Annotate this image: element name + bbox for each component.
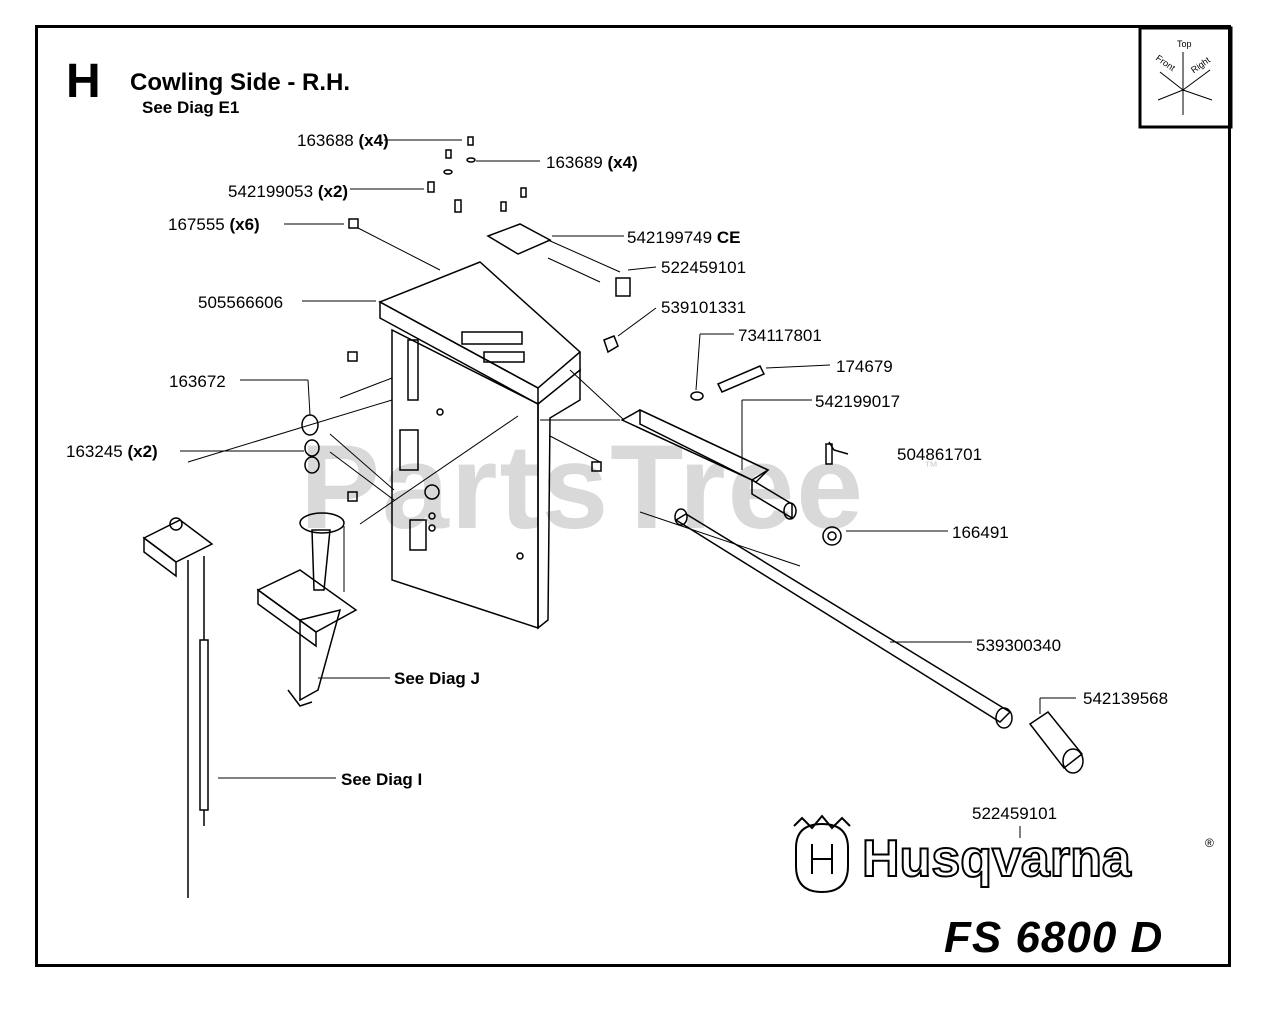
- bushing-166491: [822, 526, 842, 546]
- orientation-compass-box: [1138, 26, 1233, 129]
- top-fasteners: [348, 136, 527, 229]
- bolt-174679: [716, 365, 766, 393]
- washer-734117801: [690, 391, 704, 401]
- section-letter: H: [66, 55, 101, 108]
- diagram-frame: [35, 25, 1231, 967]
- washer-163245-b: [304, 456, 320, 474]
- watermark-trademark: ™: [924, 458, 938, 474]
- leader-lines: [180, 139, 1076, 838]
- decal-plate: [486, 223, 552, 255]
- diagram-title: Cowling Side - R.H.: [130, 69, 350, 96]
- decal-lettering: [547, 239, 621, 283]
- small-logo-badge: [615, 277, 631, 297]
- brand-registered-mark: ®: [1205, 836, 1214, 850]
- watermark: PartsTree: [300, 420, 866, 554]
- part-callout[interactable]: 522459101: [972, 804, 1058, 823]
- washer-163245-a: [304, 439, 320, 457]
- cowling-side-panel: [378, 261, 582, 630]
- part-callout[interactable]: 174679: [836, 357, 893, 376]
- cable-assembly: [142, 517, 214, 898]
- model-name: FS 6800 D: [944, 913, 1164, 962]
- brand-name: Husqvarna: [861, 829, 1132, 889]
- nut-539101331: [603, 335, 619, 354]
- part-callout[interactable]: 166491: [952, 523, 1009, 542]
- part-callout[interactable]: 522459101: [661, 258, 747, 277]
- part-callout[interactable]: 539101331: [661, 298, 747, 317]
- part-callout[interactable]: 542199017: [815, 392, 901, 411]
- part-callout[interactable]: 505566606: [198, 293, 284, 312]
- throttle-lever-assembly: [256, 512, 358, 707]
- see-diagram-i-link[interactable]: See Diag I: [341, 770, 423, 789]
- part-callout[interactable]: 163688 (x4): [297, 131, 389, 150]
- orientation-compass-icon: [1157, 52, 1213, 115]
- part-callout[interactable]: 542139568: [1083, 689, 1169, 708]
- part-callout[interactable]: 542199053 (x2): [228, 182, 349, 201]
- part-callout[interactable]: 539300340: [976, 636, 1062, 655]
- compass-top-label: Top: [1177, 39, 1192, 49]
- part-callout[interactable]: 163689 (x4): [546, 153, 638, 172]
- diagram-subtitle-reference[interactable]: See Diag E1: [142, 98, 240, 117]
- part-callout[interactable]: 163245 (x2): [66, 442, 158, 461]
- see-diagram-j-link[interactable]: See Diag J: [394, 669, 480, 688]
- part-callout[interactable]: 542199749 CE: [627, 228, 741, 247]
- part-callout[interactable]: 504861701: [897, 445, 983, 464]
- part-callout[interactable]: 167555 (x6): [168, 215, 260, 234]
- part-callout[interactable]: 734117801: [738, 326, 822, 345]
- part-callout[interactable]: 163672: [169, 372, 226, 391]
